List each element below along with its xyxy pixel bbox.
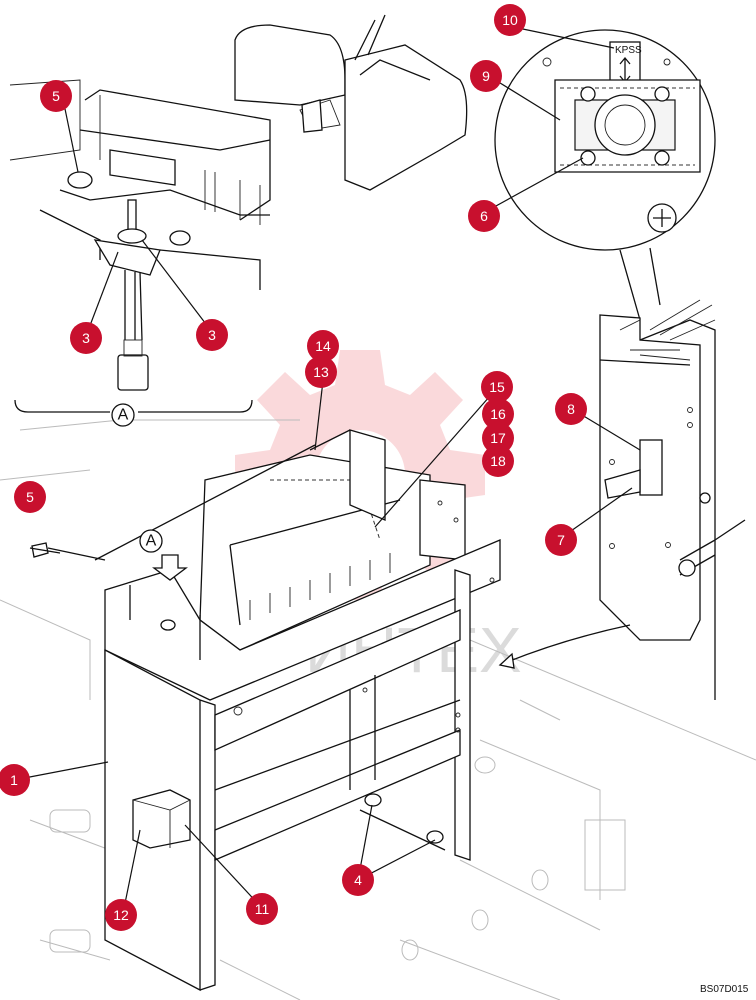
callout-3-left: 3 [70,322,102,354]
callout-6: 6 [468,200,500,232]
drawing-code: BS07D015 [700,984,749,995]
placard-text: KPSS [615,45,642,56]
svg-text:4: 4 [354,872,362,888]
cover-plate [109,149,176,186]
callout-14: 14 [307,330,339,362]
mount-bolt-2 [426,830,444,844]
callout-3-right: 3 [196,319,228,351]
mount-bolt-1 [364,793,382,807]
detail-a: A [9,79,271,427]
callout-15: 15 [481,371,513,403]
view-a-marker-main [139,529,163,553]
svg-text:6: 6 [480,208,488,224]
connector [117,354,149,391]
bracket-detail-a [93,239,161,276]
main-assembly: A [31,429,501,992]
bolt-detail-a [67,171,93,189]
callout-10: 10 [494,4,526,36]
svg-text:5: 5 [26,489,34,505]
svg-text:17: 17 [490,430,506,446]
background-frame [0,419,756,1000]
svg-text:1: 1 [10,772,18,788]
svg-text:9: 9 [482,68,490,84]
callout-5-left: 5 [14,481,46,513]
rotary-switch [594,94,656,156]
callout-8: 8 [555,393,587,425]
svg-text:7: 7 [557,532,565,548]
callout-1: 1 [0,764,30,796]
callout-9: 9 [470,60,502,92]
limit-switch [639,439,663,496]
magnified-detail: KPSS [494,29,716,321]
svg-text:13: 13 [313,364,329,380]
svg-text:12: 12 [113,907,129,923]
callout-11: 11 [246,893,278,925]
callout-5-top: 5 [40,80,72,112]
svg-text:10: 10 [502,12,518,28]
svg-text:3: 3 [208,327,216,343]
direction-arrow-icon [152,554,188,581]
view-a-label: A [118,407,129,424]
callout-4: 4 [342,864,374,896]
svg-text:14: 14 [315,338,331,354]
seat-assembly [234,14,468,191]
svg-text:16: 16 [490,406,506,422]
side-panel [498,299,746,700]
latch-handle [301,99,323,133]
svg-text:8: 8 [567,401,575,417]
switch-shaft [127,199,137,231]
svg-text:15: 15 [489,379,505,395]
switch-wire [604,469,641,499]
svg-text:5: 5 [52,88,60,104]
callout-12: 12 [105,899,137,931]
callout-18: 18 [482,445,514,477]
svg-text:11: 11 [255,901,270,917]
callout-13: 13 [305,356,337,388]
bolt-right-detail-a [169,230,191,246]
relay-box [132,789,191,849]
view-a-label-main: A [146,533,157,550]
svg-text:18: 18 [490,453,506,469]
svg-text:3: 3 [82,330,90,346]
view-a-marker [111,403,135,427]
callout-16: 16 [482,398,514,430]
callout-7: 7 [545,524,577,556]
callout-17: 17 [482,422,514,454]
callouts: 1 3 3 4 5 5 6 7 8 9 10 11 12 14 13 15 16… [0,4,587,931]
